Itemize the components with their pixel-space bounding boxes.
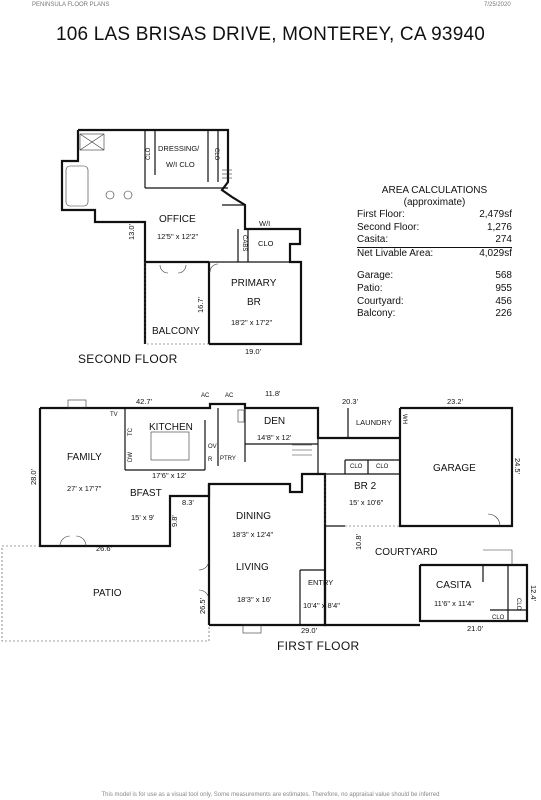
primary-br-label: BR — [247, 297, 261, 308]
kitchen-label: KITCHEN — [149, 422, 193, 433]
pantry-label: PTRY — [220, 456, 236, 462]
primary-dimensions: 18'2" x 17'2" — [231, 318, 272, 327]
casita-clo-label: CLO — [515, 598, 521, 611]
courtyard-label: COURTYARD — [375, 547, 437, 558]
br2-clo2-label: CLO — [376, 464, 389, 470]
dim-13-0: 13.0' — [127, 223, 136, 240]
dim-10-8: 10.8' — [354, 533, 363, 550]
dishwasher-label: DW — [128, 452, 134, 462]
dim-20-3: 20.3' — [342, 397, 359, 406]
dim-28-0: 28.0' — [29, 468, 38, 485]
family-dimensions: 27' x 17'7" — [67, 484, 102, 493]
dim-42-7: 42.7' — [136, 397, 153, 406]
first-floor-label: FIRST FLOOR — [277, 639, 360, 653]
balcony-label: BALCONY — [152, 326, 200, 337]
dim-23-2: 23.2' — [447, 397, 464, 406]
area-row: Balcony:226 — [357, 308, 512, 320]
bfast-dimensions: 15' x 9' — [131, 513, 155, 522]
living-dimensions: 18'3" x 16' — [237, 595, 272, 604]
disclaimer-footer: This model is for use as a visual tool o… — [101, 792, 440, 798]
dim-12-4: 12.4' — [529, 585, 538, 602]
br2-dimensions: 15' x 10'6" — [349, 498, 384, 507]
area-row: Courtyard:456 — [357, 295, 512, 307]
tv-label: TV — [110, 412, 118, 418]
laundry-label: LAUNDRY — [356, 418, 392, 427]
second-floor-plan — [60, 128, 303, 346]
area-row-total: Net Livable Area:4,029sf — [357, 247, 512, 259]
cabs-label: CABS — [241, 235, 247, 251]
casita-label: CASITA — [436, 580, 472, 591]
patio-label: PATIO — [93, 588, 122, 599]
den-label: DEN — [264, 416, 285, 427]
family-label: FAMILY — [67, 452, 102, 463]
den-dimensions: 14'8" x 12' — [257, 433, 292, 442]
dim-24-5: 24.5' — [513, 458, 522, 475]
area-heading: AREA CALCULATIONS — [381, 185, 488, 196]
br2-label: BR 2 — [354, 481, 377, 492]
dining-label: DINING — [236, 511, 271, 522]
trash-compactor-label: TC — [128, 427, 134, 436]
sf-clo-right-label: CLO — [213, 148, 219, 161]
dim-26-6: 26.6' — [96, 544, 113, 553]
plan-date: 7/25/2020 — [484, 2, 511, 8]
dim-8-3: 8.3' — [182, 498, 194, 507]
entry-label: ENTRY — [308, 578, 333, 587]
casita-clo2-label: CLO — [492, 615, 505, 621]
area-row: Patio:955 — [357, 282, 512, 294]
area-row: Casita:274 — [357, 234, 512, 248]
property-address-title: 106 LAS BRISAS DRIVE, MONTEREY, CA 93940 — [55, 24, 485, 45]
water-heater-label: WH — [401, 414, 407, 424]
entry-dimensions: 10'4" x 8'4" — [303, 601, 340, 610]
area-row: Garage:568 — [357, 270, 512, 282]
office-dimensions: 12'5" x 12'2" — [157, 232, 198, 241]
dining-dimensions: 18'3" x 12'4" — [232, 530, 273, 539]
dim-29-0: 29.0' — [301, 626, 318, 635]
area-row: Second Floor:1,276 — [357, 221, 512, 233]
living-label: LIVING — [236, 562, 269, 573]
casita-dimensions: 11'6" x 11'4" — [434, 599, 474, 608]
office-label: OFFICE — [159, 214, 196, 225]
fridge-label: R — [208, 457, 213, 463]
wi-label: W/I — [259, 219, 270, 228]
dressing-wi-clo-label: W/I CLO — [166, 160, 195, 169]
kitchen-dimensions: 17'6" x 12' — [152, 471, 187, 480]
dim-16-7: 16.7' — [196, 296, 205, 313]
dim-9-8: 9.8' — [170, 515, 179, 527]
company-name: PENINSULA FLOOR PLANS — [32, 2, 110, 8]
area-calculations: AREA CALCULATIONS (approximate) First Fl… — [357, 185, 512, 321]
sf-clo-left-label: CLO — [146, 147, 152, 160]
oven-label: OV — [208, 444, 217, 450]
dim-11-8: 11.8' — [265, 389, 281, 398]
wi-clo-label: CLO — [258, 239, 274, 248]
garage-label: GARAGE — [433, 463, 476, 474]
dim-26-5: 26.5' — [198, 597, 207, 614]
ac-unit-1-label: AC — [201, 393, 210, 399]
bfast-label: BFAST — [130, 488, 162, 499]
second-floor-label: SECOND FLOOR — [78, 352, 178, 366]
area-row: First Floor:2,479sf — [357, 209, 512, 220]
br2-clo1-label: CLO — [350, 464, 363, 470]
dim-21-0: 21.0' — [467, 624, 484, 633]
first-floor-plan — [1, 399, 529, 642]
dim-19-0: 19.0' — [245, 347, 262, 356]
area-subheading: (approximate) — [403, 197, 466, 208]
primary-label: PRIMARY — [231, 278, 277, 289]
ac-unit-2-label: AC — [225, 393, 234, 399]
dressing-label: DRESSING/ — [158, 144, 200, 153]
